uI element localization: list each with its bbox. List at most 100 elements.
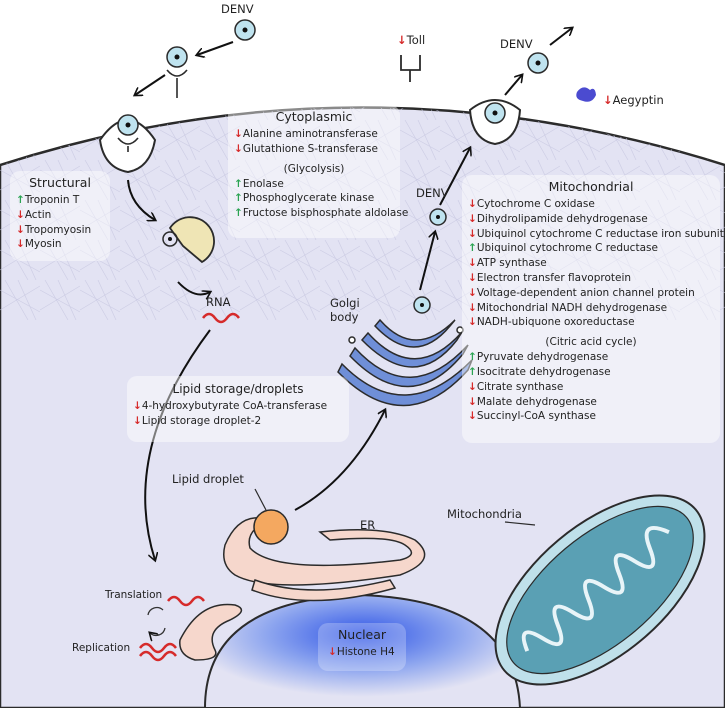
denv-virion-binding: [166, 46, 188, 98]
nuclear-list: ↓Histone H4: [318, 645, 406, 660]
aegyptin-text: Aegyptin: [612, 93, 664, 107]
list-item-text: Electron transfer flavoprotein: [476, 271, 632, 284]
rna-label: RNA: [206, 295, 231, 309]
structural-box: Structural ↑Troponin T↓Actin↓Tropomyosin…: [10, 171, 110, 261]
down-arrow-icon: ↓: [468, 410, 477, 423]
lipid-droplet-label: Lipid droplet: [172, 472, 244, 486]
cytoplasmic-list: ↓Alanine aminotransferase↓Glutathione S-…: [228, 127, 400, 157]
endocytic-vesicle-right: [468, 99, 522, 146]
list-item: ↓ATP synthase: [468, 256, 720, 271]
down-arrow-icon: ↓: [133, 414, 142, 427]
list-item: ↓Glutathione S-transferase: [234, 142, 400, 157]
lipid-box: Lipid storage/droplets ↓4-hydroxybutyrat…: [127, 376, 349, 442]
list-item: ↓Mitochondrial NADH dehydrogenase: [468, 301, 720, 316]
list-item-text: Glutathione S-transferase: [242, 142, 378, 155]
list-item: ↓4-hydroxybutyrate CoA-transferase: [133, 399, 349, 414]
cytoplasmic-title: Cytoplasmic: [275, 109, 353, 124]
lipid-title: Lipid storage/droplets: [172, 382, 304, 396]
list-item-text: Alanine aminotransferase: [242, 128, 378, 140]
list-item-text: Lipid storage droplet-2: [141, 414, 262, 427]
golgi-body: [337, 318, 473, 407]
lipid-list: ↓4-hydroxybutyrate CoA-transferase↓Lipid…: [127, 399, 349, 429]
list-item: ↑Pyruvate dehydrogenase: [468, 350, 720, 365]
list-item-text: Citrate synthase: [476, 380, 564, 393]
denv-virion-cytoplasm: [429, 208, 447, 226]
denv-label-top: DENV: [221, 2, 254, 16]
down-arrow-icon: ↓: [468, 257, 477, 270]
denv-virion-top: [234, 19, 256, 41]
golgi-label: Golgi body: [330, 296, 360, 324]
glycolysis-subtitle: (Glycolysis): [283, 162, 345, 175]
translation-label: Translation: [105, 589, 163, 601]
list-item: ↓Citrate synthase: [468, 380, 720, 395]
list-item-text: Isocitrate dehydrogenase: [476, 365, 611, 378]
list-item: ↓Alanine aminotransferase: [234, 127, 400, 142]
denv-virion-golgi: [413, 296, 431, 314]
down-arrow-icon: ↓: [468, 271, 477, 284]
up-arrow-icon: ↑: [468, 351, 477, 364]
list-item-text: Ubiquinol cytochrome C reductase iron su…: [476, 227, 724, 240]
list-item-text: Enolase: [242, 177, 284, 190]
list-item: ↓Succinyl-CoA synthase: [468, 409, 720, 424]
down-arrow-icon: ↓: [16, 238, 25, 251]
toll-label: ↓Toll: [397, 33, 426, 47]
pathway-arrows: [127, 28, 572, 560]
list-item: ↓Voltage-dependent anion channel protein: [468, 286, 720, 301]
down-arrow-icon: ↓: [468, 316, 477, 329]
list-item: ↑Ubiquinol cytochrome C reductase: [468, 241, 720, 256]
mitochondrial-box: Mitochondrial ↓Cytochrome C oxidase↓Dihy…: [462, 175, 724, 443]
list-item: ↓Dihydrolipamide dehydrogenase: [468, 212, 720, 227]
mitochondria-label: Mitochondria: [447, 507, 522, 521]
list-item-text: Fructose bisphosphate aldolase: [242, 207, 409, 220]
list-item-text: Cytochrome C oxidase: [476, 198, 595, 210]
up-arrow-icon: ↑: [234, 207, 243, 220]
glycolysis-list: ↑Enolase↑Phosphoglycerate kinase↑Fructos…: [228, 177, 408, 221]
citric-acid-list: ↑Pyruvate dehydrogenase↑Isocitrate dehyd…: [462, 350, 720, 424]
list-item: ↓Tropomyosin: [16, 223, 110, 238]
list-item: ↓Malate dehydrogenase: [468, 395, 720, 410]
er-label: ER: [360, 518, 376, 532]
down-arrow-icon: ↓: [16, 223, 25, 236]
list-item-text: Mitochondrial NADH dehydrogenase: [476, 301, 668, 314]
list-item: ↑Enolase: [234, 177, 400, 192]
toll-text: Toll: [406, 33, 426, 47]
down-arrow-icon: ↓: [468, 212, 477, 225]
denv-virion-exit: [527, 52, 549, 74]
citric-acid-subtitle: (Citric acid cycle): [545, 336, 637, 349]
list-item: ↓Cytochrome C oxidase: [468, 197, 720, 212]
down-arrow-icon: ↓: [468, 380, 477, 393]
cycle-arrows: [148, 606, 166, 636]
denv-label-mid: DENV: [416, 186, 449, 200]
list-item-text: NADH-ubiquone oxoreductase: [476, 316, 635, 329]
down-arrow-icon: ↓: [328, 646, 337, 658]
replication-label: Replication: [72, 642, 131, 654]
aegyptin-icon: [576, 87, 596, 102]
down-arrow-icon: ↓: [16, 208, 25, 221]
up-arrow-icon: ↑: [468, 365, 477, 378]
down-arrow-icon: ↓: [468, 286, 477, 299]
list-item-text: Succinyl-CoA synthase: [476, 410, 596, 423]
structural-title: Structural: [29, 175, 91, 190]
nuclear-box: Nuclear ↓Histone H4: [318, 623, 406, 671]
mitochondrial-list: ↓Cytochrome C oxidase↓Dihydrolipamide de…: [462, 197, 724, 330]
mitochondrial-title: Mitochondrial: [548, 179, 634, 194]
list-item: ↓Myosin: [16, 237, 110, 252]
nuclear-title: Nuclear: [337, 627, 387, 642]
structural-list: ↑Troponin T↓Actin↓Tropomyosin↓Myosin: [10, 193, 110, 252]
replication-squiggle: [139, 642, 177, 654]
list-item-text: Tropomyosin: [24, 223, 92, 236]
up-arrow-icon: ↑: [234, 177, 243, 190]
list-item-text: Dihydrolipamide dehydrogenase: [476, 212, 648, 225]
list-item: ↓NADH-ubiquone oxoreductase: [468, 315, 720, 330]
list-item-text: Voltage-dependent anion channel protein: [476, 286, 695, 299]
list-item-text: Ubiquinol cytochrome C reductase: [476, 242, 658, 255]
list-item: ↑Troponin T: [16, 193, 110, 208]
down-arrow-icon: ↓: [468, 395, 477, 408]
replication-squiggle-2: [139, 650, 177, 662]
list-item-text: 4-hydroxybutyrate CoA-transferase: [141, 400, 328, 412]
down-arrow-icon: ↓: [468, 227, 477, 240]
list-item: ↑Fructose bisphosphate aldolase: [234, 206, 408, 221]
aegyptin-label: ↓Aegyptin: [603, 93, 664, 107]
down-arrow-icon: ↓: [133, 400, 142, 412]
